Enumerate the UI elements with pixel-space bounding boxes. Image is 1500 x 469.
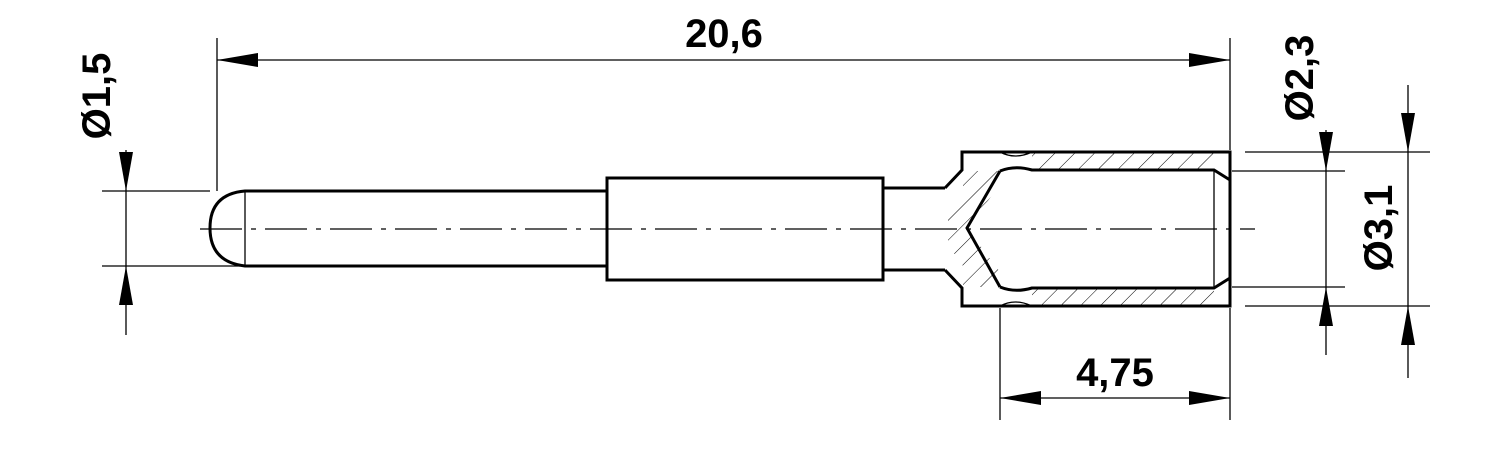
dimension-total-length: 20,6	[216, 12, 1231, 191]
dimension-tip-diameter: Ø1,5	[75, 53, 240, 335]
dimension-bore-diameter: Ø2,3	[1232, 35, 1345, 355]
neck	[883, 186, 945, 272]
bore-diameter-label: Ø2,3	[1278, 35, 1322, 122]
barrel-wall-bottom-section	[1032, 287, 1214, 305]
outer-diameter-label: Ø3,1	[1357, 185, 1401, 272]
bore-cone-section	[948, 171, 1000, 287]
total-length-label: 20,6	[685, 12, 763, 56]
pin-tip	[208, 189, 607, 268]
bore-cone	[965, 170, 1002, 288]
bore-inner	[999, 166, 1231, 292]
bore-depth-label: 4,75	[1076, 351, 1154, 395]
dimension-bore-depth: 4,75	[999, 308, 1231, 420]
contact-pin	[200, 150, 1255, 308]
barrel-wall-top-section	[1032, 153, 1214, 170]
dimension-outer-diameter: Ø3,1	[1245, 85, 1430, 378]
barrel-shoulder	[999, 151, 1033, 307]
tip-diameter-label: Ø1,5	[75, 53, 119, 140]
